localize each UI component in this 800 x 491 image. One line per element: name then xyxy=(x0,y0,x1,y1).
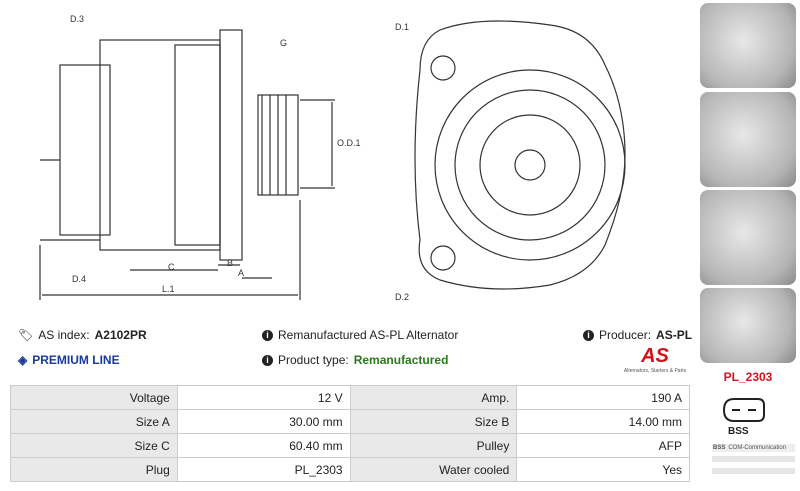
spec-label: Plug xyxy=(10,457,178,482)
producer: i Producer:AS-PL xyxy=(583,328,692,342)
plug-code: PL_2303 xyxy=(723,370,773,384)
label-d3: D.3 xyxy=(70,14,84,24)
spec-label: Water cooled xyxy=(349,457,518,482)
diamond-icon: ◈ xyxy=(18,353,28,367)
info-icon: i xyxy=(262,329,273,341)
label-od1: O.D.1 xyxy=(337,138,361,148)
spec-value: 30.00 mm xyxy=(176,409,351,434)
side-view xyxy=(39,29,335,300)
spec-label: Voltage xyxy=(10,385,178,410)
spec-label: Size C xyxy=(10,433,178,458)
as-pl-logo: AS Alternators, Starters & Parts xyxy=(623,345,687,374)
spec-value: 12 V xyxy=(176,385,351,410)
tag-icon: 🏷 xyxy=(18,328,34,342)
front-view xyxy=(414,20,626,290)
spec-value: 14.00 mm xyxy=(516,409,690,434)
info-icon: i xyxy=(262,354,273,366)
connector-icon xyxy=(722,398,765,422)
product-type: i Product type:Remanufactured xyxy=(262,353,448,367)
spec-value: Yes xyxy=(516,457,690,482)
product-photo-rear[interactable] xyxy=(700,190,796,285)
technical-drawing: D.3 G O.D.1 D.4 C B A L.1 D.1 D.2 xyxy=(39,14,626,302)
product-photo-angle[interactable] xyxy=(700,288,796,363)
spec-value: 190 A xyxy=(516,385,690,410)
label-g: G xyxy=(280,38,287,48)
label-a: A xyxy=(238,268,244,278)
spec-label: Amp. xyxy=(349,385,518,410)
label-l1: L.1 xyxy=(162,284,175,294)
spec-label: Size A xyxy=(10,409,178,434)
label-c: C xyxy=(168,262,175,272)
spec-value: AFP xyxy=(516,433,690,458)
description: i Remanufactured AS-PL Alternator xyxy=(262,328,458,342)
pin-row-empty xyxy=(712,456,795,462)
label-d4: D.4 xyxy=(72,274,86,284)
pin-row-empty xyxy=(712,468,795,474)
product-photo-front[interactable] xyxy=(700,3,796,88)
spec-label: Pulley xyxy=(349,433,518,458)
spec-value: 60.40 mm xyxy=(176,433,351,458)
label-b: B xyxy=(227,258,233,268)
premium-line: ◈ PREMIUM LINE xyxy=(18,353,120,367)
label-d2: D.2 xyxy=(395,292,409,302)
info-icon: i xyxy=(583,329,594,341)
as-index: 🏷 AS index:A2102PR xyxy=(18,328,147,342)
product-photo-side[interactable] xyxy=(700,92,796,187)
label-d1: D.1 xyxy=(395,22,409,32)
spec-value: PL_2303 xyxy=(176,457,351,482)
connector-label: BSS xyxy=(728,426,749,437)
spec-label: Size B xyxy=(349,409,518,434)
